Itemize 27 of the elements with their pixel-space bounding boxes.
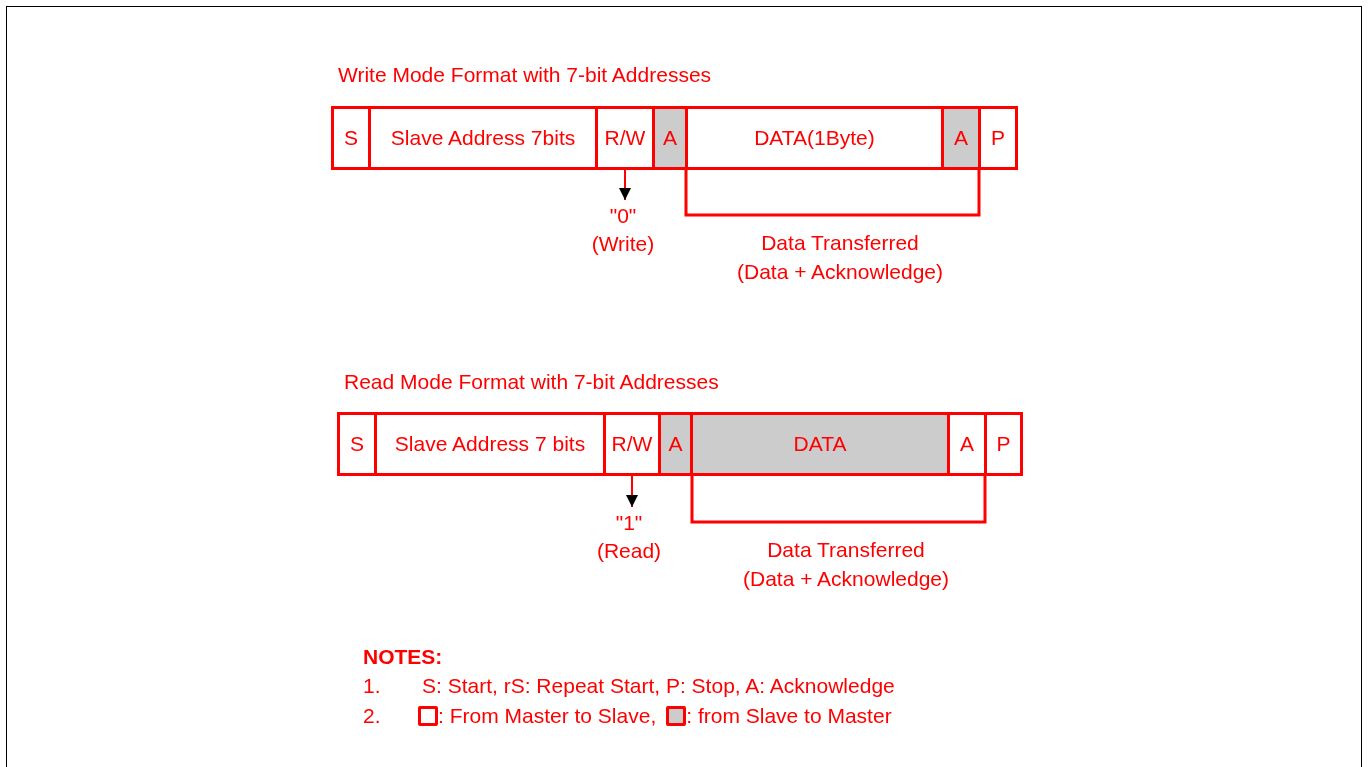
note-text: S: Start, rS: Repeat Start, P: Stop, A: Acknowledge	[422, 673, 895, 699]
notes-heading: NOTES:	[363, 644, 443, 670]
start-bit-field: S	[331, 106, 371, 170]
bit-value-label: "1" (Read)	[579, 509, 679, 565]
bracket-caption: Data Transferred (Data + Acknowledge)	[735, 230, 944, 285]
start-bit-field: S	[337, 412, 377, 476]
acknowledge-field: A	[652, 106, 688, 170]
address-field: Slave Address 7bits	[368, 106, 598, 170]
read-write-bit-field: R/W	[595, 106, 655, 170]
bracket-caption: Data Transferred (Data + Acknowledge)	[741, 537, 950, 592]
arrow	[626, 475, 638, 508]
acknowledge-field: A	[941, 106, 981, 170]
section-title: Read Mode Format with 7-bit Addresses	[344, 369, 719, 395]
read-write-bit-field: R/W	[603, 412, 661, 476]
arrow	[619, 169, 631, 201]
bit-value-label: "0" (Write)	[573, 202, 673, 258]
data-field: DATA	[690, 412, 950, 476]
legend-text: : From Master to Slave,	[438, 704, 657, 727]
note-number: 1.	[363, 673, 381, 699]
stop-bit-field: P	[978, 106, 1018, 170]
section-title: Write Mode Format with 7-bit Addresses	[338, 62, 712, 88]
data-field: DATA(1Byte)	[685, 106, 944, 170]
note-number: 2.	[363, 703, 381, 729]
stop-bit-field: P	[984, 412, 1023, 476]
address-field: Slave Address 7 bits	[374, 412, 606, 476]
legend-text: : from Slave to Master	[686, 704, 892, 727]
acknowledge-field: A	[947, 412, 987, 476]
